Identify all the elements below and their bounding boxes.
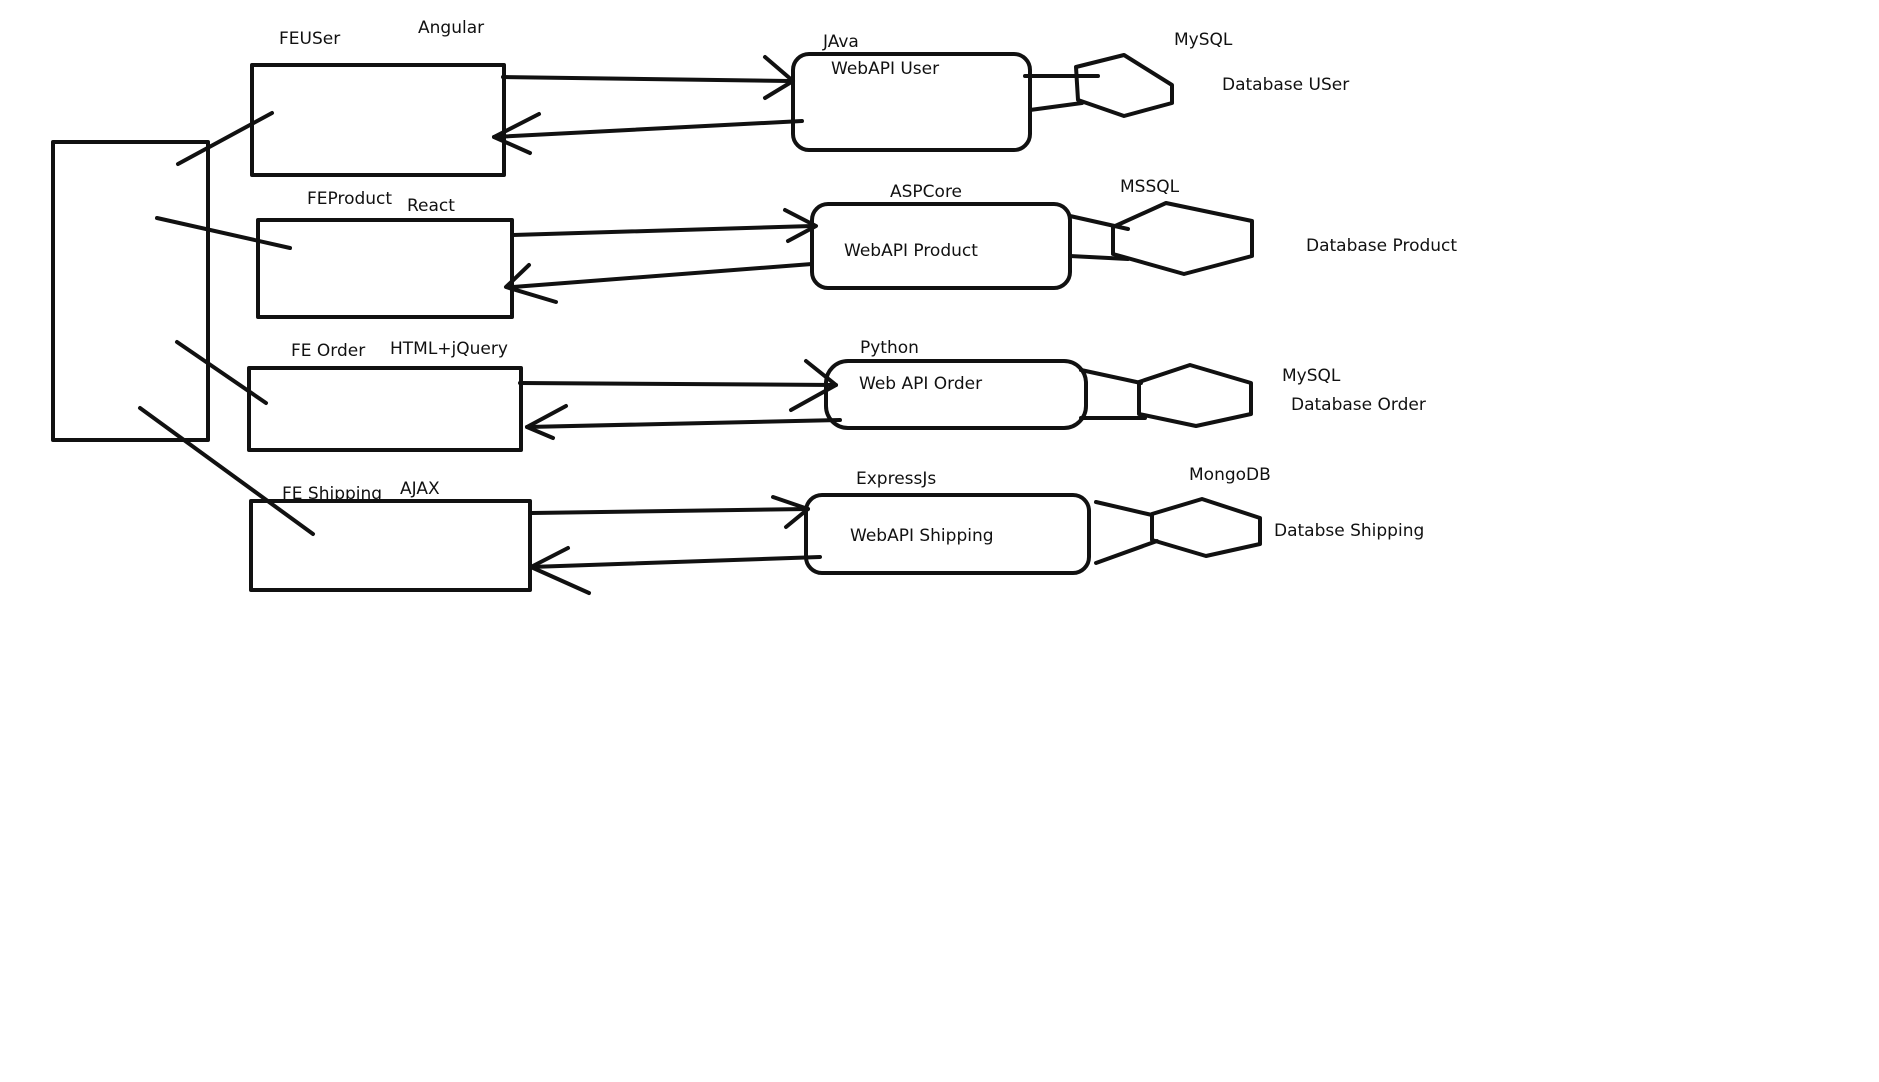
api-shipping-box <box>804 493 1091 575</box>
client-link-shipping <box>138 406 315 536</box>
api-user-box <box>791 52 1032 152</box>
user-response-arrowhead <box>492 112 541 155</box>
fe-order-label: FE Order <box>291 341 365 361</box>
db-product-icon <box>1111 201 1254 276</box>
client-link-product <box>155 216 292 250</box>
db-shipping-engine: MongoDB <box>1189 465 1271 485</box>
user-request-arrow <box>501 75 791 83</box>
db-user-icon <box>1074 53 1174 118</box>
order-response-arrowhead <box>525 404 568 440</box>
product-db-link-top <box>1068 214 1130 231</box>
shipping-db-link-bottom <box>1094 539 1159 565</box>
db-user-engine: MySQL <box>1174 30 1233 50</box>
fe-shipping-label: FE Shipping <box>282 484 382 504</box>
api-user-label: WebAPI User <box>831 59 939 79</box>
api-product-tech: ASPCore <box>890 182 962 202</box>
db-order-icon <box>1137 363 1253 428</box>
fe-order-box <box>247 366 523 452</box>
db-order-label: Database Order <box>1291 395 1426 415</box>
db-shipping-label: Databse Shipping <box>1274 521 1424 541</box>
db-product-label: Database Product <box>1306 236 1457 256</box>
api-shipping-label: WebAPI Shipping <box>850 526 994 546</box>
db-user-label: Database USer <box>1222 75 1349 95</box>
api-order-tech: Python <box>860 338 919 358</box>
api-shipping-tech: ExpressJs <box>856 469 936 489</box>
order-request-arrowhead <box>789 359 838 412</box>
shipping-request-arrow <box>530 507 810 515</box>
api-user-tech: JAva <box>822 32 859 52</box>
api-order-label: Web API Order <box>859 374 982 394</box>
client-link-user <box>176 111 274 166</box>
fe-user-label: FEUSer <box>279 29 340 49</box>
product-db-link-bottom <box>1068 254 1130 261</box>
shipping-response-arrowhead <box>529 546 591 595</box>
shipping-response-arrow <box>529 555 822 569</box>
client-link-order <box>175 340 268 405</box>
client-box <box>51 140 210 442</box>
fe-user-box <box>250 63 506 177</box>
fe-product-tech: React <box>407 196 455 216</box>
fe-shipping-box <box>249 499 532 592</box>
order-response-arrow <box>525 418 842 429</box>
product-response-arrow <box>511 262 814 289</box>
order-db-link-top <box>1079 368 1143 385</box>
api-product-box <box>810 202 1072 290</box>
user-db-link-bottom <box>1028 101 1084 112</box>
product-request-arrowhead <box>783 208 818 243</box>
user-response-arrow <box>492 119 804 139</box>
fe-product-box <box>256 218 514 319</box>
order-request-arrow <box>518 381 838 387</box>
db-order-engine: MySQL <box>1282 366 1341 386</box>
fe-order-tech: HTML+jQuery <box>390 339 508 359</box>
db-product-engine: MSSQL <box>1120 177 1180 197</box>
fe-product-label: FEProduct <box>307 189 392 209</box>
product-request-arrow <box>511 224 814 237</box>
shipping-request-arrowhead <box>771 495 810 529</box>
user-request-arrowhead <box>763 55 795 100</box>
db-shipping-icon <box>1150 497 1262 558</box>
shipping-db-link-top <box>1094 500 1154 517</box>
product-response-arrowhead <box>504 263 558 304</box>
fe-shipping-tech: AJAX <box>400 479 440 499</box>
api-order-box <box>824 359 1088 430</box>
fe-user-tech: Angular <box>418 18 484 38</box>
api-product-label: WebAPI Product <box>844 241 978 261</box>
